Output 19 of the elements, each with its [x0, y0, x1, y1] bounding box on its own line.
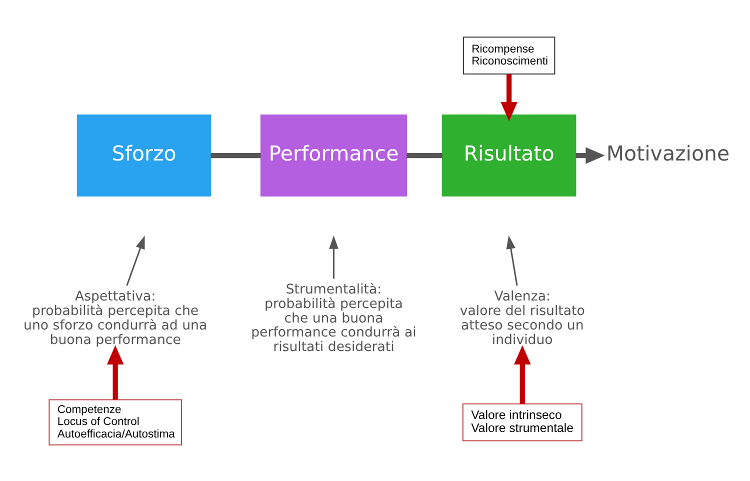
arrow: [126, 235, 145, 286]
arrow: [576, 146, 605, 164]
arrow: [500, 74, 518, 121]
arrow: [506, 235, 518, 286]
node-text: Motivazione: [606, 141, 730, 166]
node-box: Risultato: [442, 114, 576, 196]
node-box: Competenze Locus of Control Autoefficacia/Autostima: [48, 398, 182, 445]
node-box: Valore intrinseco Valore strumentale: [462, 402, 582, 441]
node-box: Ricompense Riconoscimenti: [462, 36, 556, 74]
arrow: [106, 344, 124, 400]
node-text: Strumentalità: probabilità percepita che una buona performance condurrà ai risultati desiderati: [251, 282, 416, 354]
node-box: Performance: [260, 114, 408, 196]
connector: [210, 152, 261, 158]
connector: [406, 152, 442, 158]
node-text: Valenza: valore del risultato atteso secondo un individuo: [460, 289, 585, 348]
arrow: [329, 235, 338, 278]
node-text: Aspettativa: probabilità percepita che uno sforzo condurrà ad una buona performance: [24, 289, 208, 348]
arrow: [514, 344, 531, 404]
node-box: Sforzo: [76, 114, 212, 196]
